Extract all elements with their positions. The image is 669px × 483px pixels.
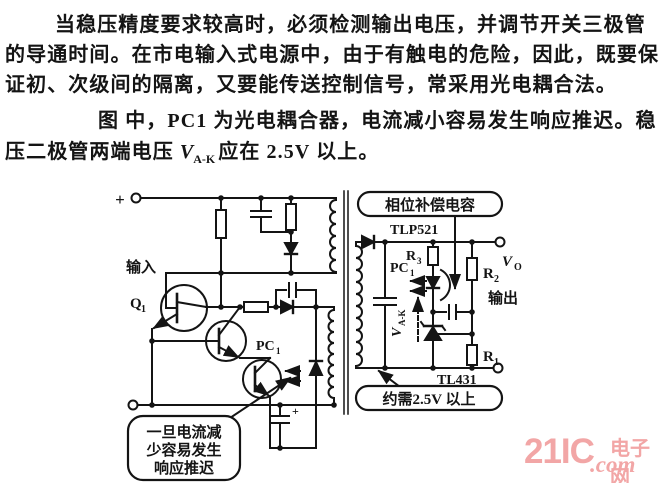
feedback-winding-icon — [327, 306, 335, 406]
input-label: 输入 — [126, 258, 156, 276]
r1-label-sub: 1 — [494, 357, 499, 368]
tl431-label: TL431 — [437, 373, 477, 388]
pc1-right-label: PC — [390, 261, 409, 276]
current-note-pointer-icon — [228, 376, 292, 420]
callout-current-line3: 响应推迟 — [154, 459, 214, 477]
output-minus-terminal — [492, 362, 504, 374]
plus-sign-label: + — [115, 190, 125, 209]
paragraph1-line3: 证初、次级间的隔离，又要能传送控制信号，常采用光电耦合法。 — [5, 74, 617, 96]
vak-label: V — [390, 326, 405, 337]
watermark-site: 电子网 — [610, 438, 650, 483]
output-plus-terminal — [494, 236, 506, 248]
watermark-brand: 21IC — [524, 432, 595, 471]
terminals — [127, 192, 506, 411]
paragraph2-line1: 图 中，PC1 为光电耦合器，电流减小容易发生响应推迟。稳 — [98, 110, 657, 132]
p2l2-post: 应在 2.5V 以上。 — [218, 141, 380, 163]
paragraph1-line2: 的导通时间。在市电输入式电源中，由于有触电的危险，因此，既要保 — [5, 44, 660, 66]
callout-phase-cap-text: 相位补偿电容 — [385, 196, 475, 214]
resistor-clamp — [285, 203, 297, 231]
p2l2-v-symbol: V — [179, 141, 194, 163]
resistor-base-icon — [243, 301, 269, 313]
primary-winding-icon — [329, 197, 337, 274]
feedback-diode-icon — [308, 359, 324, 376]
resistor-r3-icon — [427, 246, 439, 266]
r2-label: R — [483, 266, 494, 282]
callout-current-line2: 少容易发生 — [145, 441, 221, 459]
junction-dots — [149, 195, 475, 451]
vak-label-sub: A-K — [397, 310, 407, 327]
input-plus-terminal — [130, 192, 142, 204]
callouts — [126, 190, 504, 482]
paragraph1-line1: 当稳压精度要求较高时，必须检测输出电压，并调节开关三极管 — [55, 14, 646, 36]
p2l2-pre: 压二极管两端电压 — [5, 141, 180, 163]
watermark: 21IC 电子网 .com — [518, 428, 668, 483]
rectifier-diode-icon — [361, 234, 377, 250]
q1-label-sub: 1 — [141, 304, 146, 315]
p2l2-v-subscript: A-K — [193, 152, 216, 166]
vak-label-group: V A-K — [390, 310, 407, 338]
tlp521-label: TLP521 — [390, 223, 438, 238]
resistor-r1-icon — [466, 344, 478, 366]
callout-need25v-bubble — [354, 384, 504, 412]
callout-phase-cap-bubble — [356, 190, 504, 218]
callout-current-line1: 一旦电流减 — [146, 423, 221, 441]
output-label: 输出 — [488, 289, 518, 307]
resistor-startup — [215, 209, 227, 239]
secondary-winding-icon — [355, 241, 363, 369]
r2-label-sub: 2 — [494, 274, 499, 285]
vo-label-sub: O — [514, 262, 522, 273]
diode-icon — [280, 299, 296, 315]
input-minus-terminal — [127, 399, 139, 411]
pc1-left-label: PC — [256, 339, 275, 354]
clamp-diode-icon — [283, 242, 299, 257]
cap-polarity-plus: + — [292, 404, 299, 418]
r1-label: R — [483, 349, 494, 365]
resistor-r2-icon — [466, 257, 478, 281]
pc1-left-label-sub: 1 — [276, 346, 281, 356]
r3-label: R — [406, 249, 417, 264]
circuit-wiring — [136, 190, 496, 449]
callout-current-bubble — [126, 414, 242, 482]
optocoupler-led-icon — [425, 276, 441, 291]
q1-label: Q — [130, 296, 142, 312]
vo-label: V — [502, 254, 514, 270]
need25v-pointer-icon — [377, 369, 402, 389]
r3-label-sub: 3 — [417, 256, 422, 266]
optocoupler-package-arc-icon — [439, 268, 451, 302]
callout-need25v-text: 约需2.5V 以上 — [382, 390, 475, 408]
pc1-right-label-sub: 1 — [410, 268, 415, 278]
watermark-domain: .com — [590, 452, 636, 477]
